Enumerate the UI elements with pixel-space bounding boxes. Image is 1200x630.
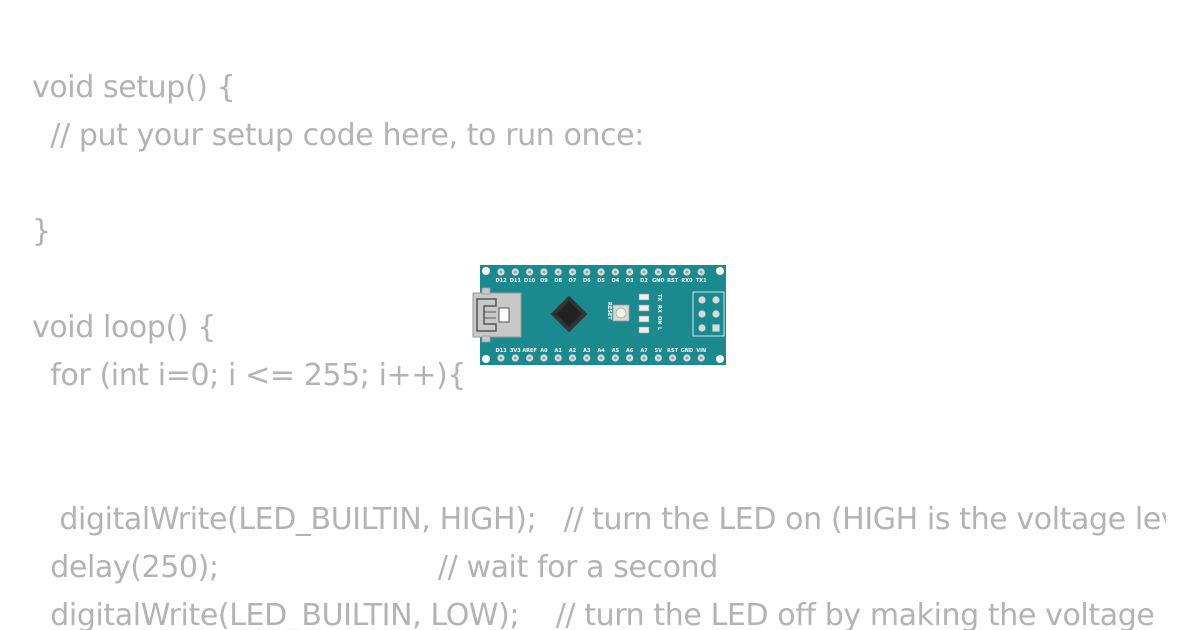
pin-hole	[699, 270, 703, 274]
reset-label: RESET	[606, 302, 612, 320]
code-line: for (int i=0; i <= 255; i++){	[32, 358, 466, 393]
reset-button[interactable]	[612, 304, 630, 322]
pin-hole	[542, 356, 546, 360]
bottom-pin-label: A2	[569, 348, 577, 354]
top-pin-label: D3	[626, 278, 634, 284]
pin-hole	[599, 356, 603, 360]
code-editor[interactable]: void setup() { // put your setup code he…	[0, 0, 1166, 630]
code-line: delay(250); // wait for a second	[32, 550, 718, 585]
bottom-pin-label: A4	[597, 348, 605, 354]
pin-hole	[556, 356, 560, 360]
top-pin-label: D6	[583, 278, 591, 284]
pin-hole	[671, 270, 674, 274]
pin-hole	[656, 270, 660, 274]
pin-hole	[599, 270, 603, 274]
pin-hole	[513, 356, 517, 360]
top-pin-label: RX0	[681, 278, 693, 284]
pin-hole	[542, 270, 546, 274]
pin-hole	[628, 356, 632, 360]
bottom-pin-label: A1	[555, 348, 563, 354]
led-label: L	[656, 327, 662, 331]
top-pin-label: GND	[652, 278, 664, 284]
pin-hole	[614, 270, 617, 274]
bottom-pin-label: A3	[583, 348, 591, 354]
pin-hole	[642, 356, 646, 360]
pin-hole	[642, 270, 646, 274]
bottom-pin-label: A0	[540, 348, 548, 354]
pin-hole	[528, 270, 531, 274]
top-pin-label: D12	[495, 278, 507, 284]
led-label: TX	[656, 294, 662, 301]
status-leds	[638, 293, 650, 334]
bottom-pin-label: 5V	[655, 348, 662, 354]
pin-hole	[585, 356, 589, 360]
pin-hole	[699, 356, 703, 360]
bottom-pin-label: 3V3	[510, 348, 521, 354]
top-pin-label: D8	[554, 278, 562, 284]
led-label: ON	[656, 316, 662, 324]
pin-hole	[499, 356, 503, 360]
code-line: // put your setup code here, to run once…	[32, 118, 644, 153]
usb-connector	[472, 287, 522, 343]
pin-hole	[571, 356, 574, 360]
top-pin-label: D5	[597, 278, 605, 284]
pin-hole	[656, 356, 660, 360]
top-pin-label: D2	[640, 278, 648, 284]
code-line: void setup() {	[32, 70, 236, 105]
code-line: digitalWrite(LED_BUILTIN, LOW); // turn …	[32, 598, 1166, 630]
top-pin-label: TX1	[696, 278, 707, 284]
pin-hole	[685, 356, 689, 360]
pin-hole	[628, 270, 632, 274]
pin-hole	[585, 270, 589, 274]
pin-hole	[513, 270, 517, 274]
pin-hole	[571, 270, 574, 274]
pin-hole	[499, 270, 503, 274]
top-pin-label: RST	[667, 278, 678, 284]
top-pin-label: D7	[569, 278, 577, 284]
top-pin-label: D9	[540, 278, 548, 284]
code-line: digitalWrite(LED_BUILTIN, HIGH); // turn…	[32, 502, 1166, 537]
top-pin-label: D10	[524, 278, 536, 284]
pin-hole	[685, 270, 689, 274]
bottom-pin-label: A5	[612, 348, 620, 354]
led-label: RX	[656, 305, 662, 313]
code-line: void loop() {	[32, 310, 216, 345]
bottom-pin-label: A7	[640, 348, 648, 354]
pin-hole	[614, 356, 617, 360]
code-line: }	[32, 214, 51, 249]
bottom-pin-label: VIN	[696, 348, 706, 354]
bottom-pin-label: RST	[667, 348, 678, 354]
bottom-pin-label: GND	[681, 348, 693, 354]
top-pin-label: D4	[612, 278, 620, 284]
icsp-header	[692, 291, 725, 337]
pin-hole	[556, 270, 560, 274]
bottom-pin-label: AREF	[522, 348, 537, 354]
bottom-pin-label: A6	[626, 348, 634, 354]
microcontroller-chip	[550, 295, 588, 333]
bottom-pin-label: D13	[495, 348, 507, 354]
top-pin-label: D11	[510, 278, 522, 284]
pin-hole	[528, 356, 531, 360]
pin-hole	[671, 356, 674, 360]
